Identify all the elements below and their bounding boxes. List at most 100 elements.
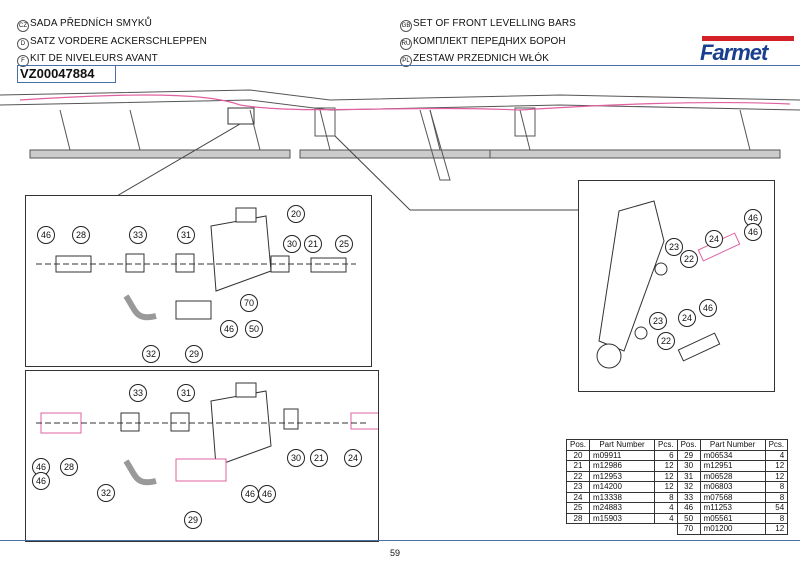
pcs-cell: 4	[654, 502, 678, 514]
parts-table: Pos. Part Number Pcs. Pos. Part Number P…	[565, 439, 789, 535]
col-part-number: Part Number	[589, 439, 656, 451]
part-number-cell	[590, 524, 655, 535]
part-number-cell: m12953	[589, 470, 656, 482]
part-number-cell: m15903	[589, 512, 656, 524]
callout: 20	[287, 205, 305, 223]
part-number-cell: m09911	[589, 449, 656, 461]
pcs-cell: 8	[654, 491, 678, 503]
col-pos: Pos.	[676, 439, 701, 451]
callout: 33	[129, 384, 147, 402]
cylinder-drawing	[596, 200, 741, 369]
callout: 46	[258, 485, 276, 503]
pos-cell	[567, 524, 590, 535]
part-number-cell: m06803	[699, 481, 766, 493]
pcs-cell: 12	[764, 460, 789, 472]
part-number-cell: m11253	[699, 502, 766, 514]
part-number-cell: m01200	[699, 523, 766, 535]
detail-view-3	[578, 180, 775, 392]
callout: 21	[310, 449, 328, 467]
pcs-cell: 12	[654, 460, 678, 472]
pos-cell: 21	[565, 460, 591, 472]
pos-cell: 25	[565, 502, 591, 514]
pos-cell: 24	[565, 491, 591, 503]
callout: 46	[699, 299, 717, 317]
part-number-cell: m12986	[589, 460, 656, 472]
document-code: VZ00047884	[17, 65, 116, 83]
page-number: 59	[390, 548, 401, 558]
pcs-cell: 12	[654, 481, 678, 493]
callout: 24	[678, 309, 696, 327]
callout: 46	[220, 320, 238, 338]
col-pcs: Pcs.	[654, 439, 678, 451]
callout: 32	[142, 345, 160, 363]
part-number-cell: m24883	[589, 502, 656, 514]
callout: 29	[185, 345, 203, 363]
pcs-cell: 6	[654, 449, 678, 461]
header-divider	[115, 65, 800, 66]
pcs-cell: 12	[654, 470, 678, 482]
callout: 23	[665, 238, 683, 256]
pos-cell: 22	[565, 470, 591, 482]
pcs-cell: 12	[764, 523, 789, 535]
part-number-cell: m06534	[699, 449, 766, 461]
part-number-cell: m14200	[589, 481, 656, 493]
pos-cell: 33	[676, 491, 701, 503]
callout: 28	[72, 226, 90, 244]
pos-cell: 20	[565, 449, 591, 461]
pcs-cell: 8	[764, 491, 789, 503]
callout: 32	[97, 484, 115, 502]
detail-view-1	[25, 195, 372, 367]
pos-cell: 50	[676, 512, 701, 524]
farmet-logo: Farmet	[700, 40, 768, 65]
callout: 30	[283, 235, 301, 253]
pcs-cell: 54	[764, 502, 789, 514]
callout: 25	[335, 235, 353, 253]
callout: 31	[177, 226, 195, 244]
part-number-cell: m06528	[699, 470, 766, 482]
pos-cell: 23	[565, 481, 591, 493]
pos-cell: 32	[676, 481, 701, 493]
callout: 46	[744, 223, 762, 241]
pcs-cell: 8	[764, 481, 789, 493]
valve-assembly-drawing-1	[36, 207, 356, 321]
pcs-cell	[655, 524, 678, 535]
part-number-cell: m07568	[699, 491, 766, 503]
callout: 70	[240, 294, 258, 312]
callout: 31	[177, 384, 195, 402]
callout: 29	[184, 511, 202, 529]
pos-cell: 30	[676, 460, 701, 472]
callout: 46	[241, 485, 259, 503]
part-number-cell: m05561	[699, 512, 766, 524]
valve-assembly-drawing-2	[36, 382, 378, 486]
pcs-cell: 8	[764, 512, 789, 524]
callout: 23	[649, 312, 667, 330]
callout: 46	[37, 226, 55, 244]
logo-bar	[702, 36, 794, 41]
pcs-cell: 4	[654, 512, 678, 524]
callout: 33	[129, 226, 147, 244]
part-number-cell: m12951	[699, 460, 766, 472]
pos-cell: 29	[676, 449, 701, 461]
table-header-row: Pos. Part Number Pcs. Pos. Part Number P…	[565, 439, 789, 451]
col-pos: Pos.	[565, 439, 591, 451]
pcs-cell: 12	[764, 470, 789, 482]
part-number-cell: m13338	[589, 491, 656, 503]
callout: 22	[657, 332, 675, 350]
callout: 46	[32, 472, 50, 490]
col-pcs: Pcs.	[764, 439, 789, 451]
